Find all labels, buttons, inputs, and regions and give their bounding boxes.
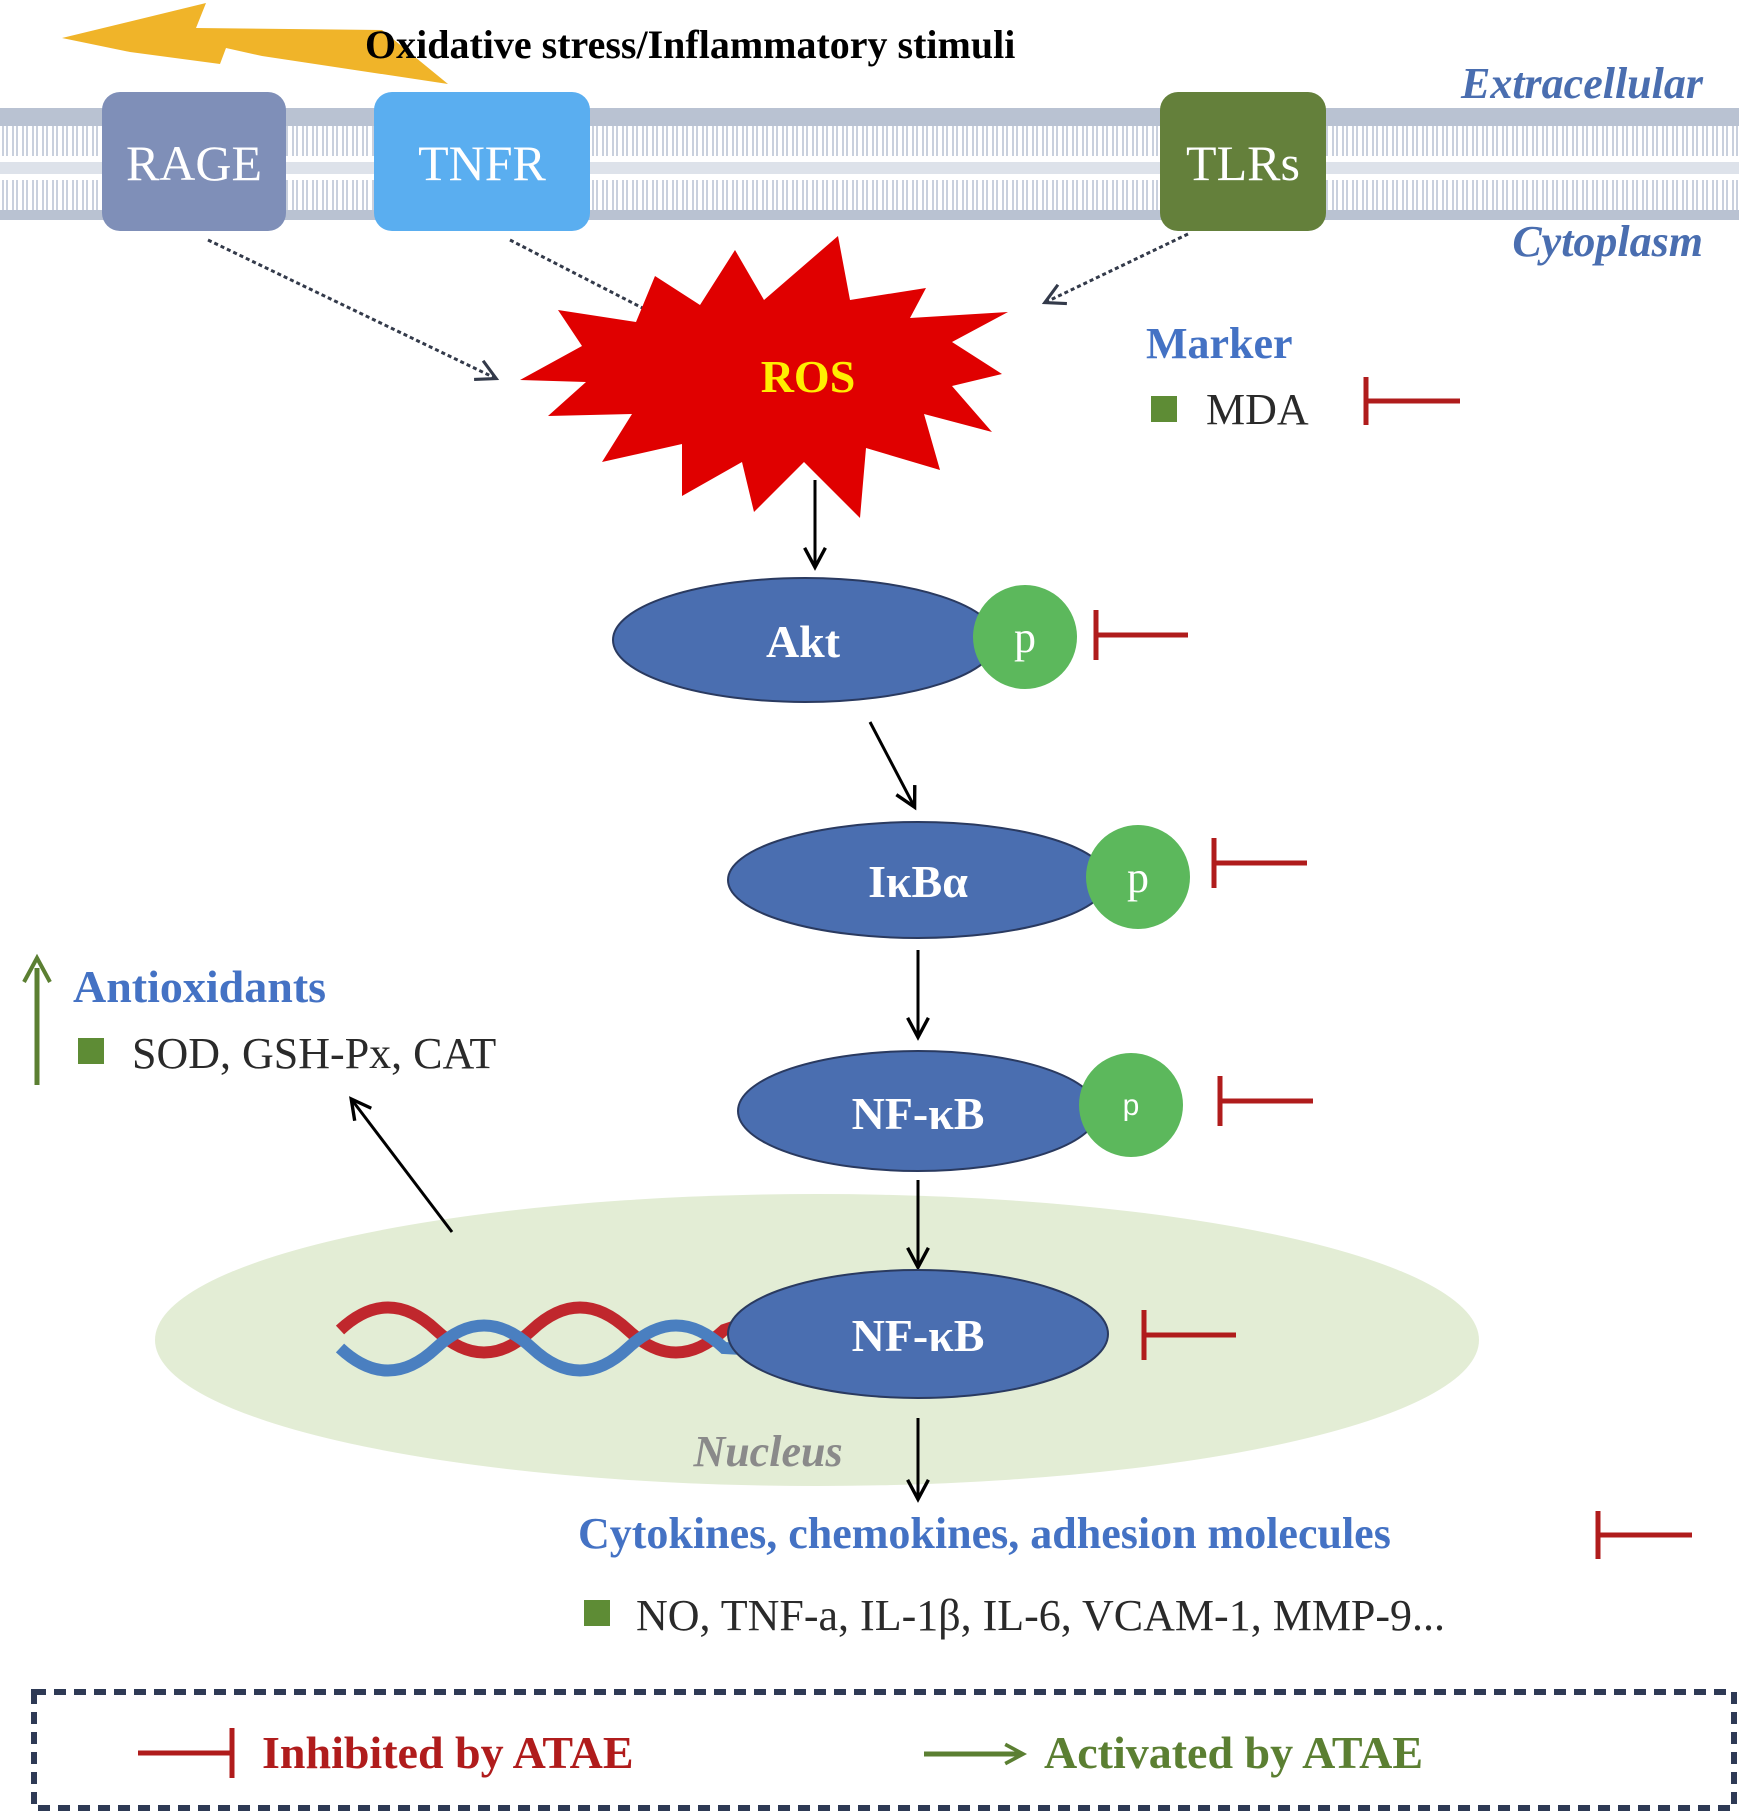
receptor-tnfr: TNFR xyxy=(374,92,590,231)
legend-inhibit-symbol xyxy=(138,1728,235,1778)
antioxidants-title: Antioxidants xyxy=(73,961,326,1012)
nfkb-cytoplasmic-label: NF-κB xyxy=(852,1088,985,1139)
ikba-label: IκBα xyxy=(868,856,968,907)
mda-inhibit-symbol xyxy=(1363,377,1460,425)
cytokines-inhibit-symbol xyxy=(1595,1511,1692,1559)
nfkb-phospho-label: p xyxy=(1123,1089,1140,1122)
akt-phospho-circle xyxy=(973,585,1077,689)
ikba-phospho-circle xyxy=(1086,825,1190,929)
antioxidants-upregulated-arrow xyxy=(22,953,52,1085)
cytokines-items: NO, TNF-a, IL-1β, IL-6, VCAM-1, MMP-9... xyxy=(636,1591,1445,1640)
receptor-tlrs-label: TLRs xyxy=(1186,135,1300,191)
tnfr-to-ros-arrow xyxy=(509,238,667,321)
cell-membrane xyxy=(0,108,1739,220)
legend-activated-label: Activated by ATAE xyxy=(1044,1727,1423,1778)
nfkb-nuclear-node xyxy=(727,1269,1109,1399)
nfkb-nuclear-label: NF-κB xyxy=(852,1310,985,1361)
marker-item-mda: MDA xyxy=(1206,385,1309,434)
ikba-inhibit-symbol xyxy=(1211,838,1307,888)
receptor-rage: RAGE xyxy=(102,92,286,231)
nucleus-to-antioxidants-arrow xyxy=(349,1096,454,1233)
akt-to-ikba-arrow xyxy=(868,721,917,811)
receptor-tlrs: TLRs xyxy=(1160,92,1326,231)
dna-helix-icon xyxy=(335,1301,762,1377)
extracellular-label: Extracellular xyxy=(1460,59,1704,108)
marker-bullet-square xyxy=(1151,396,1177,422)
akt-phospho-label: p xyxy=(1014,613,1036,662)
cytokines-title: Cytokines, chemokines, adhesion molecule… xyxy=(578,1509,1391,1558)
legend-inhibited-label: Inhibited by ATAE xyxy=(262,1727,634,1778)
akt-inhibit-symbol xyxy=(1093,610,1188,660)
ros-label: ROS xyxy=(761,351,856,402)
cytokines-bullet-square xyxy=(584,1600,610,1626)
nfkb-phospho-circle xyxy=(1079,1053,1183,1157)
receptor-tnfr-label: TNFR xyxy=(418,135,546,191)
legend-box xyxy=(31,1689,1737,1811)
antioxidants-items: SOD, GSH-Px, CAT xyxy=(132,1029,496,1078)
rage-to-ros-arrow xyxy=(207,238,500,382)
antioxidants-bullet-square xyxy=(78,1038,104,1064)
nucleus-label: Nucleus xyxy=(692,1427,842,1476)
ikba-phospho-label: p xyxy=(1127,853,1149,902)
tlrs-to-ros-arrow xyxy=(1041,232,1189,306)
cytoplasm-label: Cytoplasm xyxy=(1512,217,1703,266)
ros-starburst xyxy=(520,236,1008,518)
marker-title: Marker xyxy=(1146,319,1293,368)
lightning-bolt-icon xyxy=(62,3,448,84)
receptor-rage-label: RAGE xyxy=(126,135,262,191)
stimulus-label: Oxidative stress/Inflammatory stimuli xyxy=(365,22,1015,67)
akt-label: Akt xyxy=(766,616,841,667)
nfkb-nuclear-inhibit-symbol xyxy=(1141,1310,1236,1360)
nfkb-inhibit-symbol xyxy=(1217,1076,1313,1126)
